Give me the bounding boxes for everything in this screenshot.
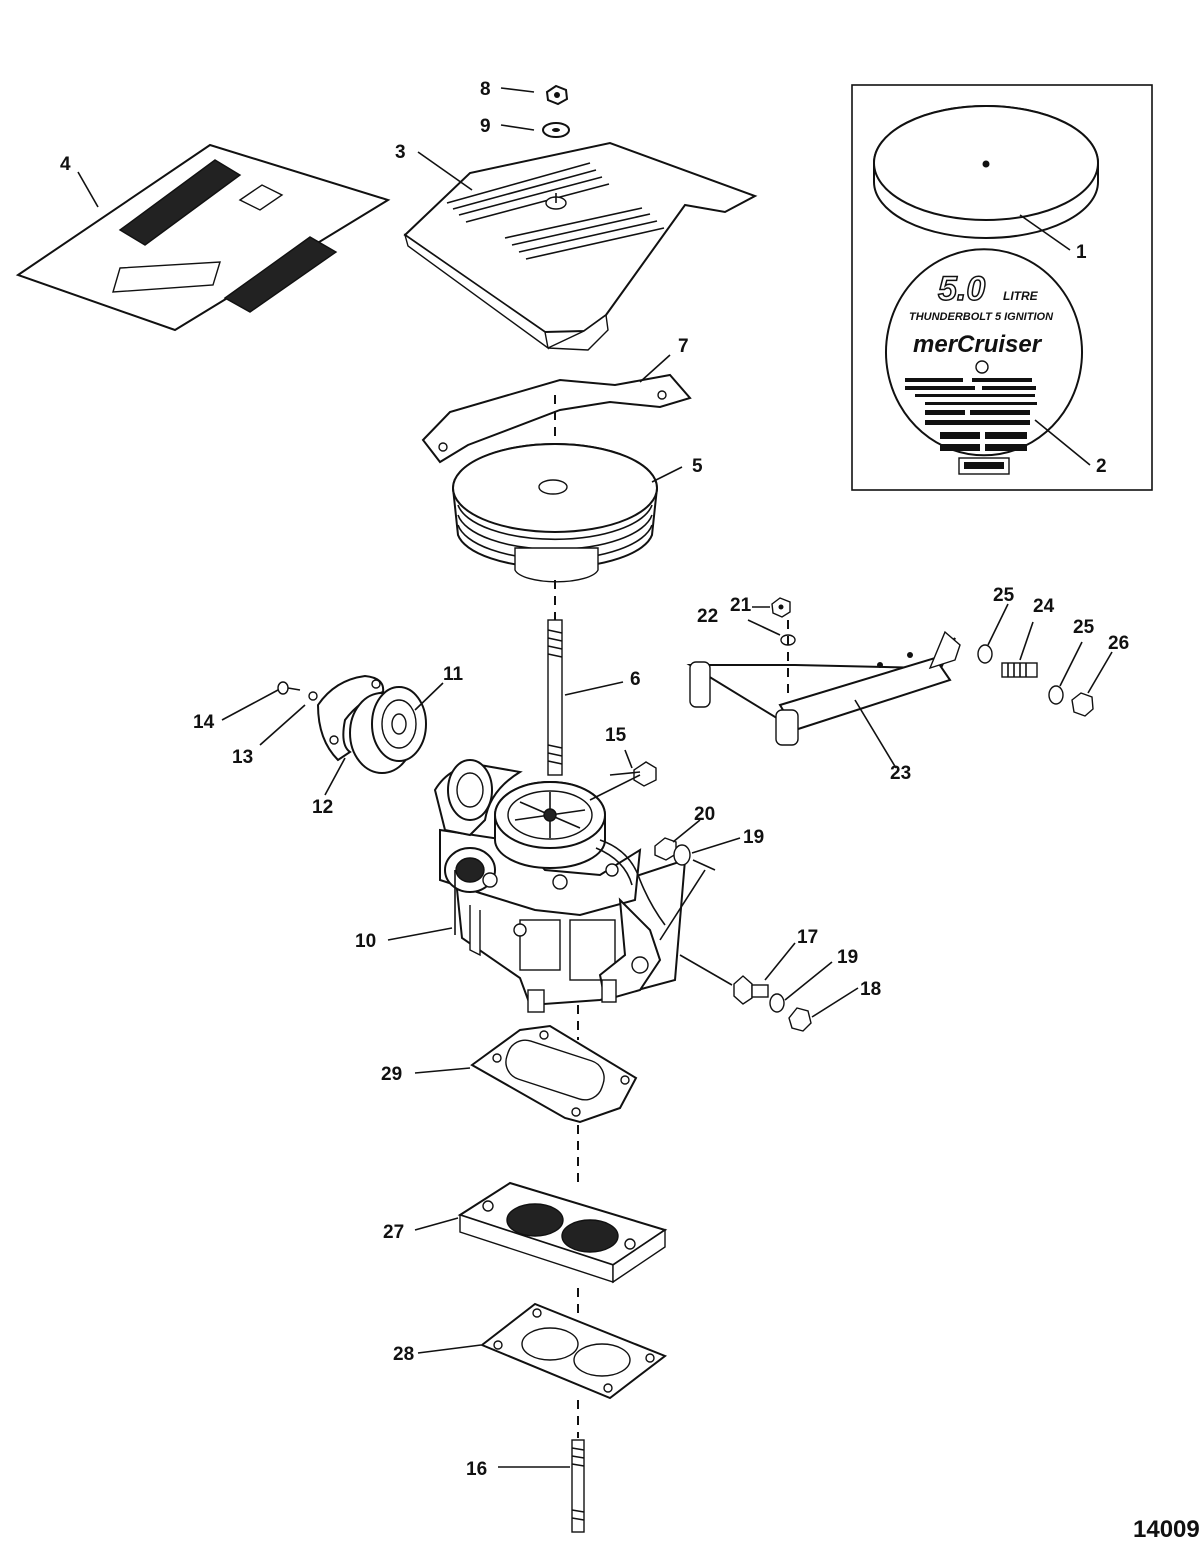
part-11-choke-cover — [349, 686, 427, 774]
callout-26: 26 — [1108, 633, 1129, 654]
part-9-washer — [542, 122, 570, 138]
callout-9: 9 — [480, 116, 491, 137]
part-6-stud — [547, 580, 563, 776]
callout-17: 17 — [797, 927, 818, 948]
callout-8: 8 — [480, 79, 491, 100]
part-17-screw — [733, 975, 769, 1005]
callout-12: 12 — [312, 797, 333, 818]
callout-5: 5 — [692, 456, 703, 477]
leader-lines — [77, 87, 1113, 1468]
part-14-screw — [277, 681, 301, 695]
part-23-throttle-arm — [686, 630, 961, 746]
callout-11: 11 — [443, 664, 464, 685]
callout-29: 29 — [381, 1064, 402, 1085]
callout-25-right: 25 — [1073, 617, 1095, 638]
decal-displacement: 5.0 — [938, 270, 985, 308]
part-3-flame-arrestor-cover — [403, 141, 758, 351]
decal-ignition: THUNDERBOLT 5 IGNITION — [909, 311, 1054, 323]
part-1-air-cleaner-cover — [873, 105, 1099, 239]
part-28-gasket — [480, 1302, 668, 1400]
part-26-nut — [1071, 692, 1094, 717]
callout-19-lower: 19 — [837, 947, 858, 968]
callout-27: 27 — [383, 1222, 404, 1243]
callout-4: 4 — [60, 154, 71, 175]
part-5-flame-arrestor — [452, 443, 658, 583]
callout-3: 3 — [395, 142, 406, 163]
callout-19-upper: 19 — [743, 827, 764, 848]
part-19-washer-lower — [769, 993, 785, 1013]
callout-13: 13 — [232, 747, 253, 768]
callout-18: 18 — [860, 979, 881, 1000]
callout-6: 6 — [630, 669, 641, 690]
decal-unit: LITRE — [1003, 289, 1039, 303]
part-2-decal-5-0-litre: 5.0 LITRE THUNDERBOLT 5 IGNITION merCrui… — [885, 248, 1083, 475]
part-7-bracket — [421, 373, 692, 470]
part-21-nut — [771, 597, 791, 618]
part-27-spacer — [457, 1181, 668, 1284]
callout-7: 7 — [678, 336, 689, 357]
part-29-gasket — [470, 1024, 638, 1124]
callout-28: 28 — [393, 1344, 414, 1365]
part-24-stud — [1001, 662, 1038, 678]
part-25-washer-b — [1048, 685, 1064, 705]
decal-brand: merCruiser — [913, 331, 1043, 358]
part-25-washer-a — [977, 644, 993, 664]
callout-14: 14 — [193, 712, 215, 733]
part-19-washer-upper — [673, 844, 691, 866]
part-16-stud — [571, 1439, 585, 1533]
part-8-nut — [545, 84, 569, 106]
callout-labels: 8 9 3 4 1 2 7 5 6 11 14 13 12 10 15 20 1… — [60, 79, 1129, 1480]
callout-24: 24 — [1033, 596, 1055, 617]
callout-23: 23 — [890, 763, 911, 784]
callout-22: 22 — [697, 606, 718, 627]
figure-number: 14009 — [1133, 1516, 1200, 1543]
callout-15: 15 — [605, 725, 627, 746]
part-13-washer — [308, 691, 318, 701]
callout-10: 10 — [355, 931, 376, 952]
callout-21: 21 — [730, 595, 752, 616]
callout-25-left: 25 — [993, 585, 1015, 606]
part-18-nut — [788, 1007, 812, 1032]
callout-20: 20 — [694, 804, 715, 825]
part-10-carburetor — [433, 759, 687, 1013]
callout-16: 16 — [466, 1459, 487, 1480]
inset-frame — [851, 84, 1153, 491]
callout-1: 1 — [1076, 242, 1087, 263]
callout-2: 2 — [1096, 456, 1107, 477]
part-15-plug — [633, 761, 657, 787]
part-4-decal-sheet — [15, 143, 391, 332]
decal-fine-print — [905, 378, 1037, 469]
